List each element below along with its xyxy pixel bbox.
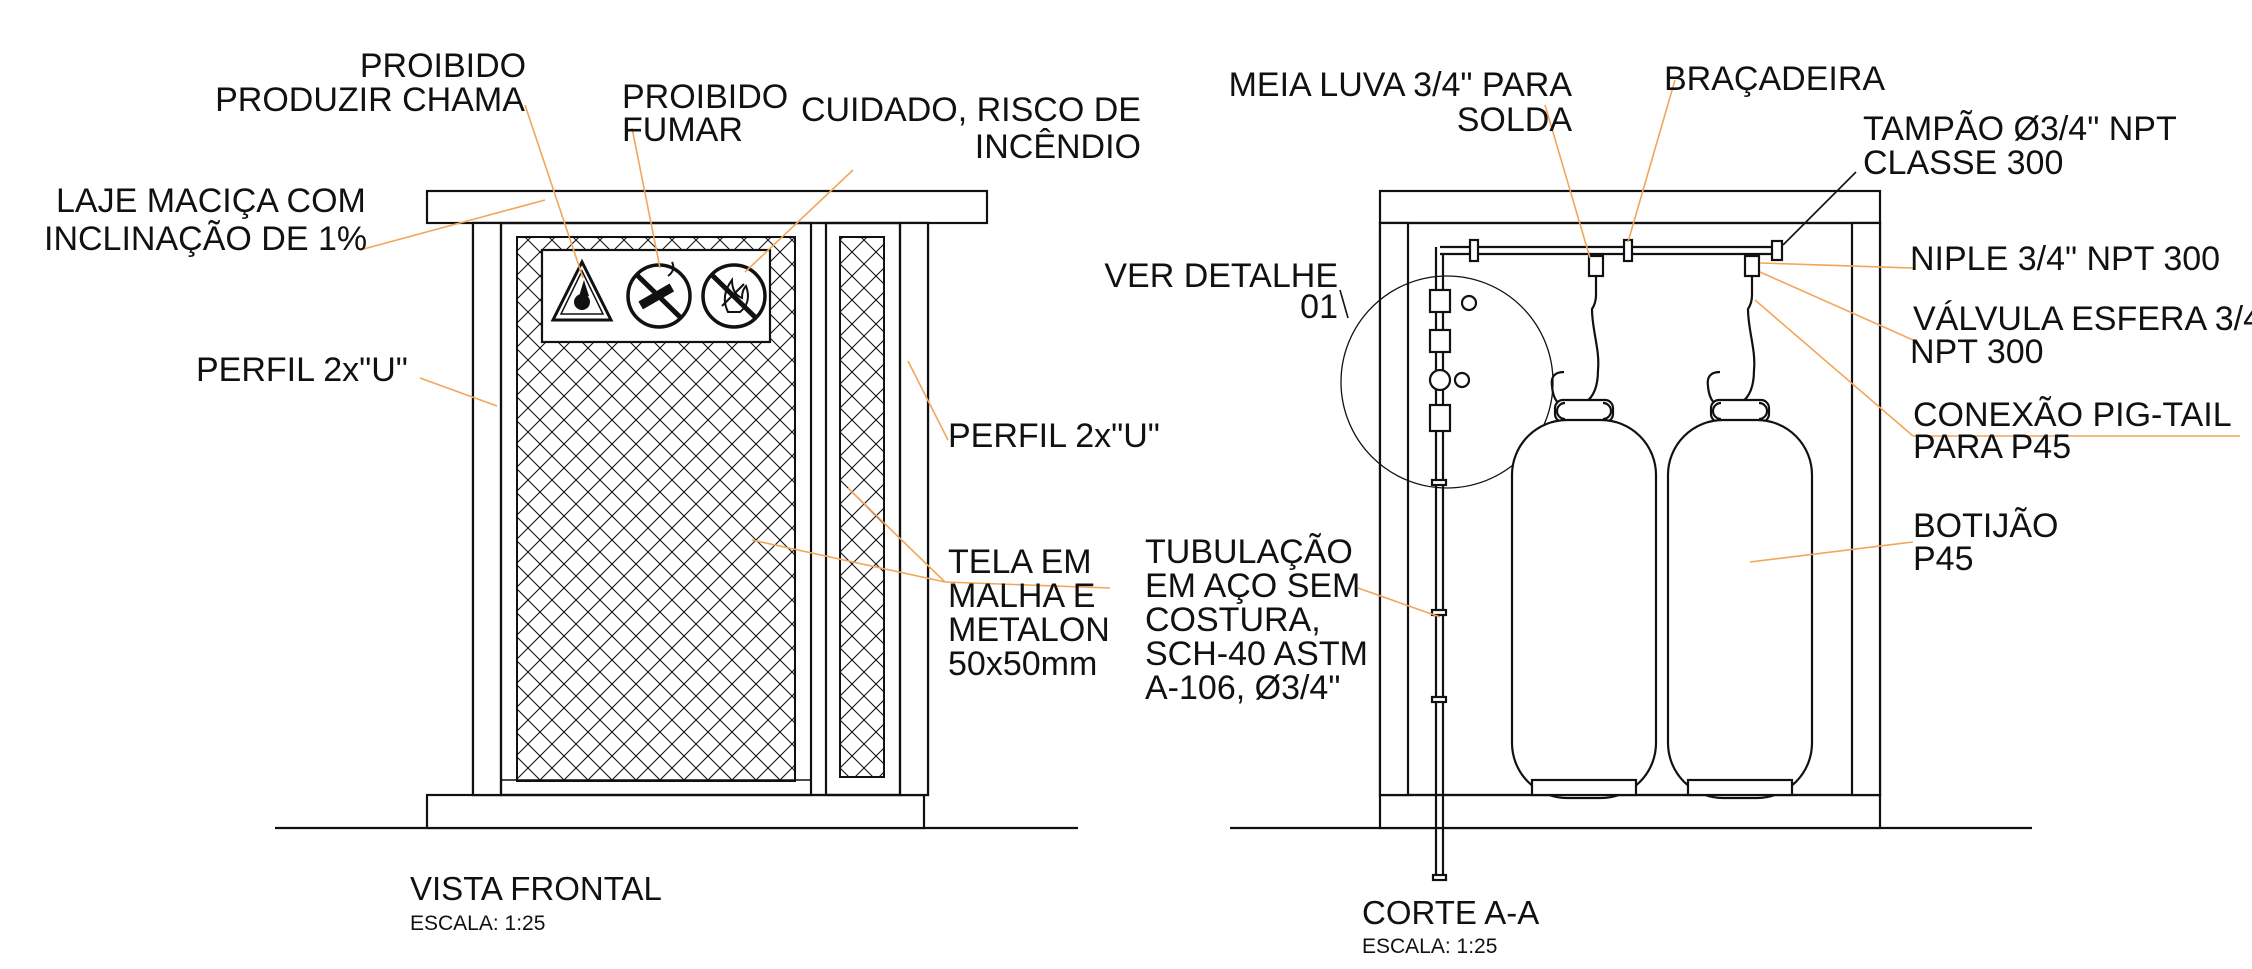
- label-tubulacao-3: COSTURA,: [1145, 601, 1321, 639]
- label-tubulacao-4: SCH-40 ASTM: [1145, 635, 1368, 673]
- label-tubulacao-1: TUBULAÇÃO: [1145, 533, 1353, 571]
- label-tela-3: METALON: [948, 611, 1110, 649]
- gas-cylinder-2: [1666, 398, 1814, 800]
- label-perfil-left: PERFIL 2x"U": [196, 351, 408, 389]
- label-conexao-1: CONEXÃO PIG-TAIL: [1913, 396, 2232, 434]
- label-valvula-2: NPT 300: [1910, 333, 2044, 371]
- label-proibido-fumar-2: FUMAR: [622, 111, 743, 149]
- section-perfil-right: [1850, 221, 1882, 797]
- section-view: MEIA LUVA 3/4" PARA SOLDA BRAÇADEIRA TAM…: [1104, 60, 2252, 958]
- section-base-slab: [1378, 793, 1882, 830]
- no-flame-icon: [701, 263, 767, 329]
- gas-piping: [1430, 238, 1784, 882]
- gas-cylinder-1: [1510, 398, 1658, 800]
- label-tubulacao-2: EM AÇO SEM: [1145, 567, 1360, 605]
- label-proibido-chama-1: PROIBIDO: [360, 47, 526, 85]
- label-conexao-2: PARA P45: [1913, 428, 2071, 466]
- label-tubulacao-5: A-106, Ø3/4": [1145, 669, 1340, 707]
- perfil-right: [898, 221, 930, 797]
- fire-warning-icon: [550, 258, 614, 322]
- label-laje-2: INCLINAÇÃO DE 1%: [44, 220, 367, 258]
- section-perfil-left: [1378, 221, 1410, 797]
- label-ver-detalhe-1: VER DETALHE: [1104, 257, 1338, 295]
- label-botijao-2: P45: [1913, 540, 1974, 578]
- roof-slab: [425, 189, 989, 225]
- front-view: PROIBIDO PRODUZIR CHAMA PROIBIDO FUMAR C…: [44, 47, 1160, 935]
- label-proibido-chama-2: PRODUZIR CHAMA: [215, 81, 525, 119]
- label-tela-2: MALHA E: [948, 577, 1095, 615]
- mesh-screen-side: [839, 236, 885, 778]
- section-roof-slab: [1378, 189, 1882, 225]
- label-laje-1: LAJE MACIÇA COM: [56, 182, 366, 220]
- detail-circle-01: [1340, 275, 1554, 489]
- base-slab: [425, 793, 926, 830]
- label-tela-4: 50x50mm: [948, 645, 1097, 683]
- label-cuidado-1: CUIDADO, RISCO DE: [801, 91, 1141, 129]
- label-bracadeira: BRAÇADEIRA: [1664, 60, 1885, 98]
- perfil-left: [471, 221, 503, 797]
- no-smoking-icon: [626, 261, 692, 329]
- label-cuidado-2: INCÊNDIO: [975, 128, 1141, 166]
- section-view-scale: ESCALA: 1:25: [1362, 935, 1497, 958]
- label-meia-luva-2: SOLDA: [1457, 101, 1573, 139]
- front-view-title: VISTA FRONTAL: [410, 870, 662, 907]
- label-meia-luva-1: MEIA LUVA 3/4" PARA: [1229, 66, 1573, 104]
- label-perfil-right: PERFIL 2x"U": [948, 417, 1160, 455]
- label-niple: NIPLE 3/4" NPT 300: [1910, 240, 2220, 278]
- front-view-scale: ESCALA: 1:25: [410, 912, 545, 935]
- section-view-title: CORTE A-A: [1362, 894, 1539, 931]
- label-tampao-2: CLASSE 300: [1863, 144, 2063, 182]
- label-proibido-fumar-1: PROIBIDO: [622, 78, 788, 116]
- label-tampao-1: TAMPÃO Ø3/4" NPT: [1863, 110, 2177, 148]
- label-valvula-1: VÁLVULA ESFERA 3/4": [1913, 300, 2252, 338]
- regulator-assembly: [1428, 288, 1478, 433]
- label-botijao-1: BOTIJÃO: [1913, 507, 2058, 545]
- label-tela-1: TELA EM: [948, 543, 1092, 581]
- label-ver-detalhe-2: 01: [1300, 288, 1338, 326]
